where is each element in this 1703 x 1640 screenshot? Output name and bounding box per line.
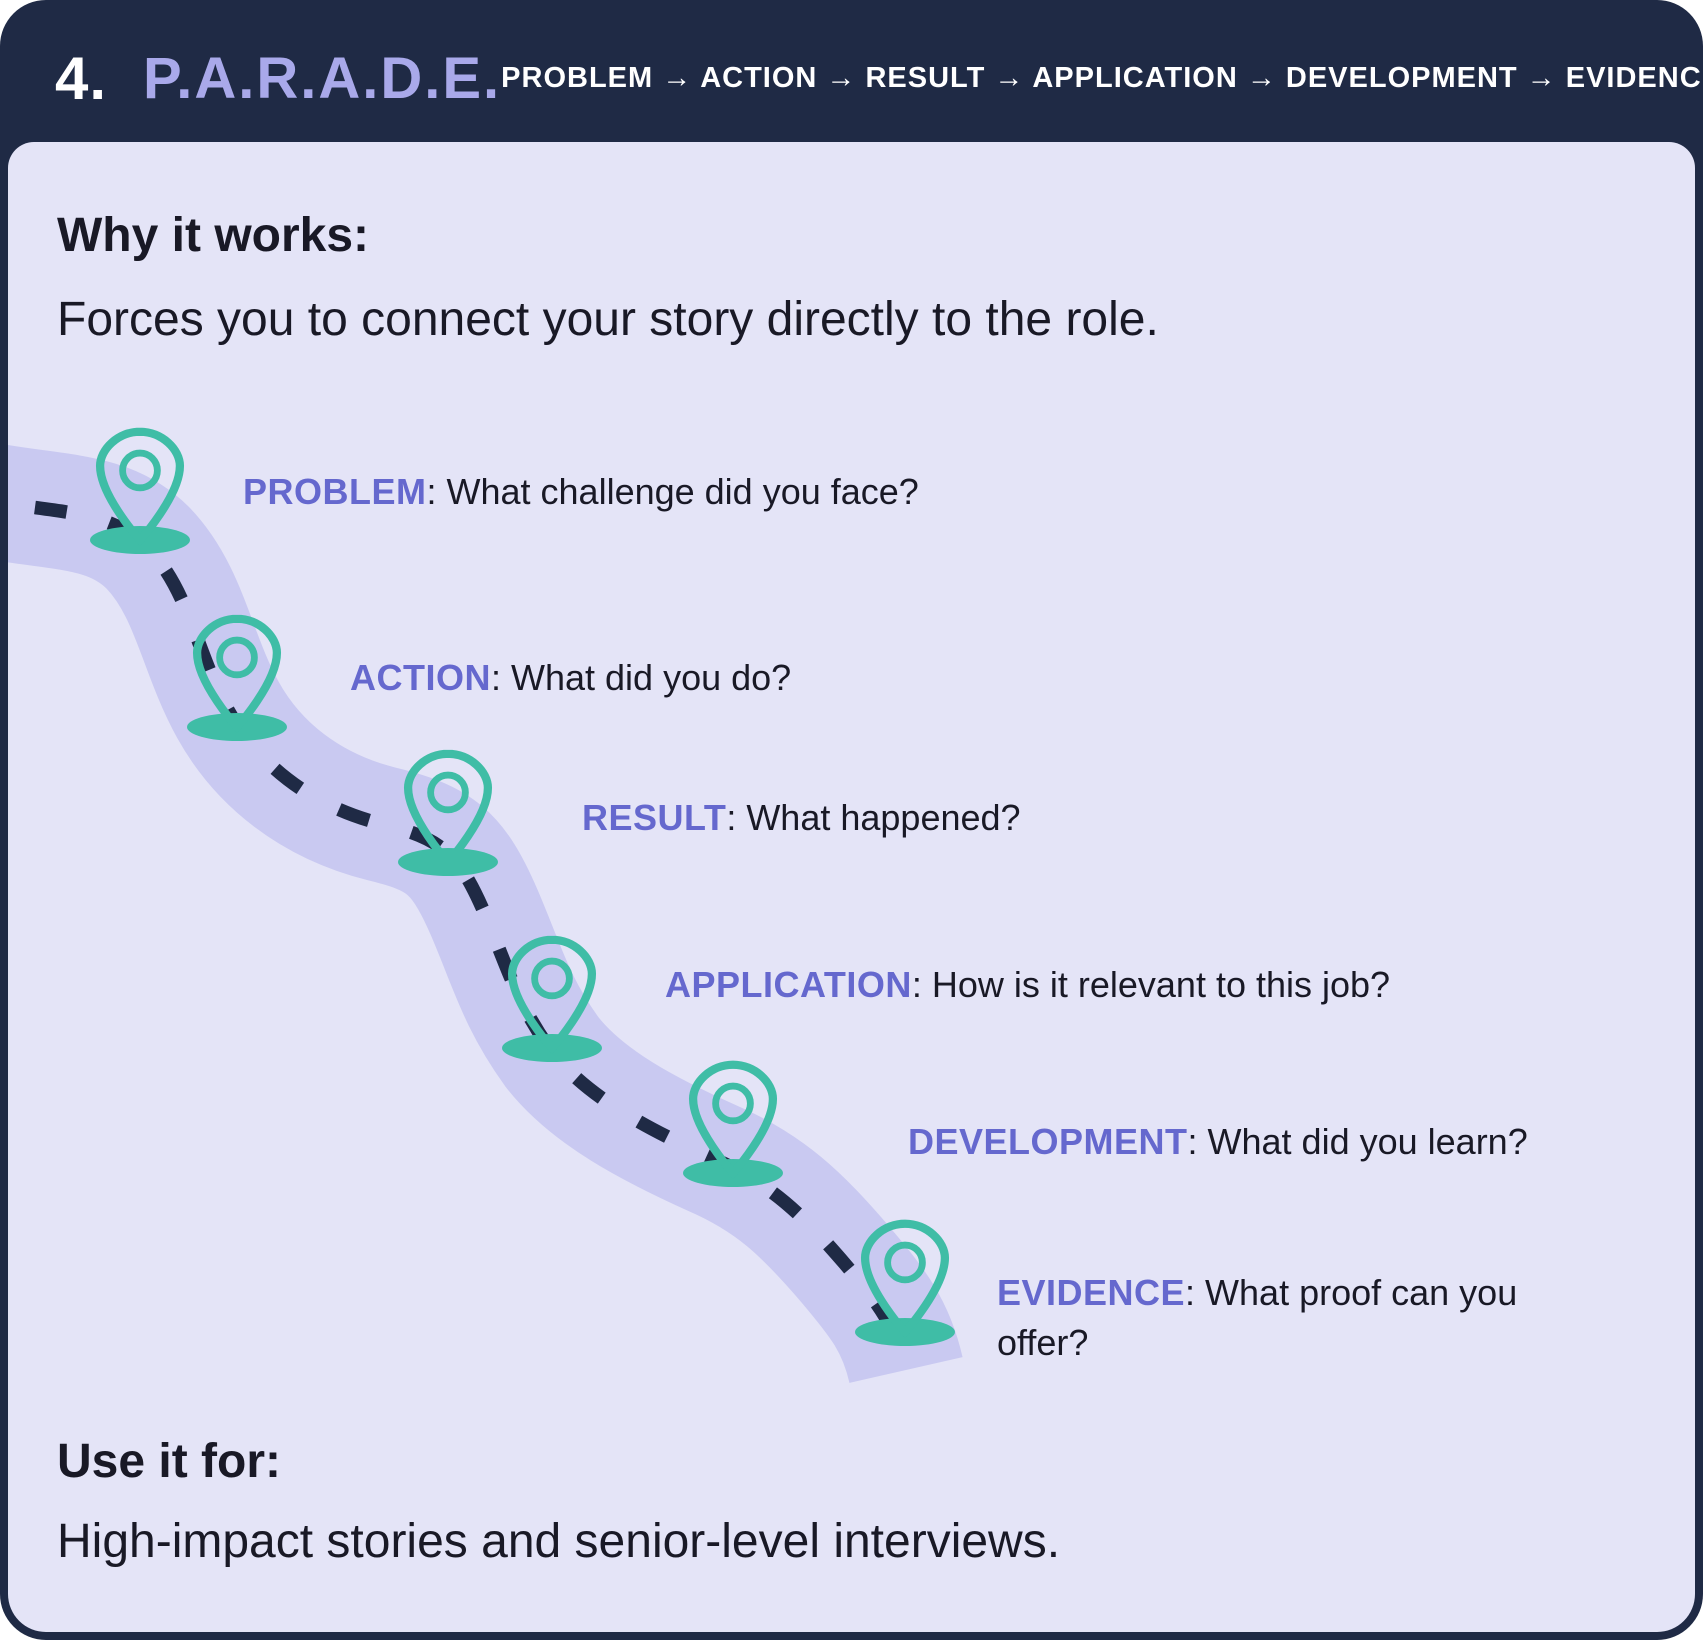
step-question: : How is it relevant to this job? — [911, 964, 1391, 1005]
use-text: High-impact stories and senior-level int… — [57, 1515, 1061, 1568]
route-ribbon — [0, 495, 906, 1370]
step-question: : What did you learn? — [1187, 1121, 1528, 1162]
framework-sequence: PROBLEM → ACTION → RESULT → APPLICATION … — [501, 61, 1703, 94]
body-card — [8, 142, 1695, 1632]
step-label-development: DEVELOPMENT: What did you learn? — [908, 1117, 1528, 1167]
step-question: : What did you do? — [491, 657, 792, 698]
step-keyword: APPLICATION — [665, 964, 912, 1005]
step-keyword: EVIDENCE — [997, 1272, 1186, 1313]
step-question: : What proof can you offer? — [997, 1272, 1518, 1363]
step-label-action: ACTION: What did you do? — [350, 653, 791, 703]
step-label-result: RESULT: What happened? — [582, 793, 1021, 843]
why-text: Forces you to connect your story directl… — [57, 293, 1159, 346]
step-keyword: PROBLEM — [243, 471, 427, 512]
use-heading: Use it for: — [57, 1435, 282, 1488]
card-number: 4. — [55, 44, 108, 112]
step-label-evidence: EVIDENCE: What proof can you offer? — [997, 1268, 1587, 1368]
step-question: : What happened? — [726, 797, 1021, 838]
step-keyword: DEVELOPMENT — [908, 1121, 1188, 1162]
framework-title: P.A.R.A.D.E. — [143, 45, 502, 111]
step-keyword: ACTION — [350, 657, 491, 698]
header-bar: 4. P.A.R.A.D.E. PROBLEM → ACTION → RESUL… — [0, 0, 1703, 142]
step-label-problem: PROBLEM: What challenge did you face? — [243, 467, 919, 517]
step-label-application: APPLICATION: How is it relevant to this … — [665, 960, 1390, 1010]
step-keyword: RESULT — [582, 797, 727, 838]
step-question: : What challenge did you face? — [426, 471, 919, 512]
why-heading: Why it works: — [57, 209, 370, 262]
